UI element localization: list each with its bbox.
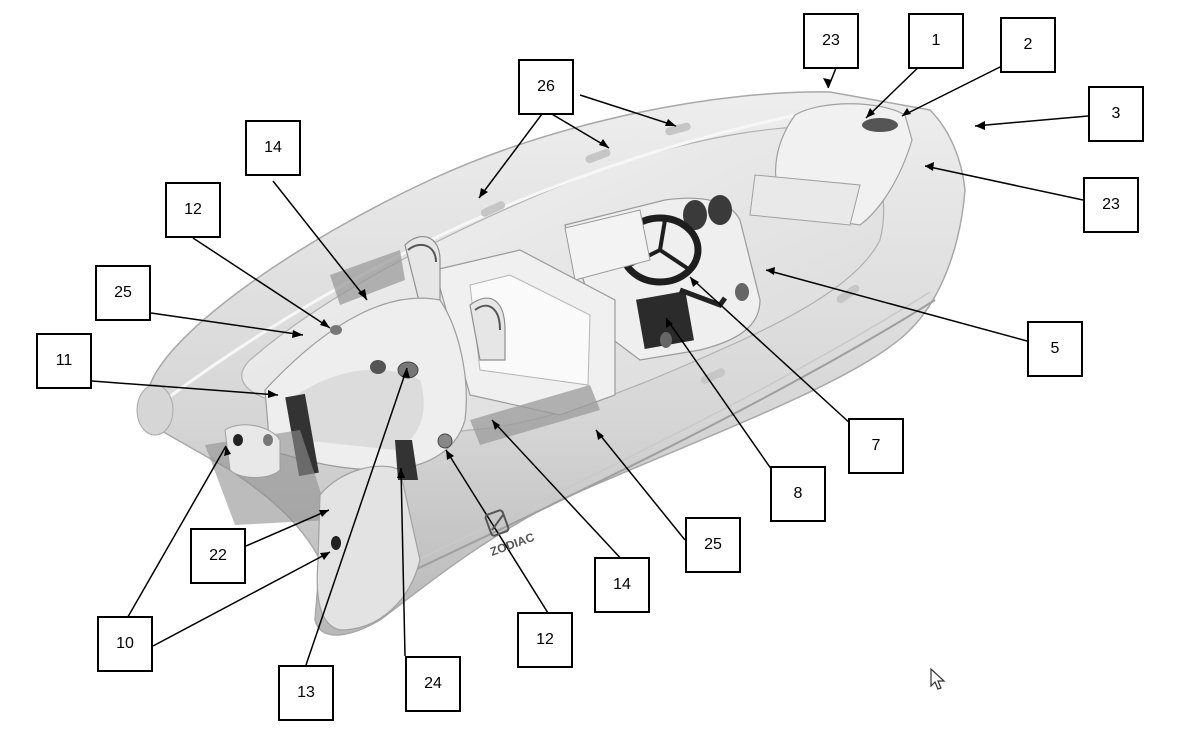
callout-label: 10 xyxy=(97,616,153,672)
callout-label: 12 xyxy=(517,612,573,668)
callout-label: 8 xyxy=(770,466,826,522)
callout-label: 7 xyxy=(848,418,904,474)
callout-label: 25 xyxy=(685,517,741,573)
callout-label: 14 xyxy=(245,120,301,176)
callout-label: 11 xyxy=(36,333,92,389)
callout-label: 25 xyxy=(95,265,151,321)
callout-label: 1 xyxy=(908,13,964,69)
mouse-cursor-icon xyxy=(930,668,948,692)
callout-label: 23 xyxy=(803,13,859,69)
callout-label: 23 xyxy=(1083,177,1139,233)
callout-label: 24 xyxy=(405,656,461,712)
callout-label: 3 xyxy=(1088,86,1144,142)
callout-label: 22 xyxy=(190,528,246,584)
callout-label: 5 xyxy=(1027,321,1083,377)
callout-label: 2 xyxy=(1000,17,1056,73)
callout-label: 26 xyxy=(518,59,574,115)
callout-label: 12 xyxy=(165,182,221,238)
callout-label: 13 xyxy=(278,665,334,721)
callout-label: 14 xyxy=(594,557,650,613)
